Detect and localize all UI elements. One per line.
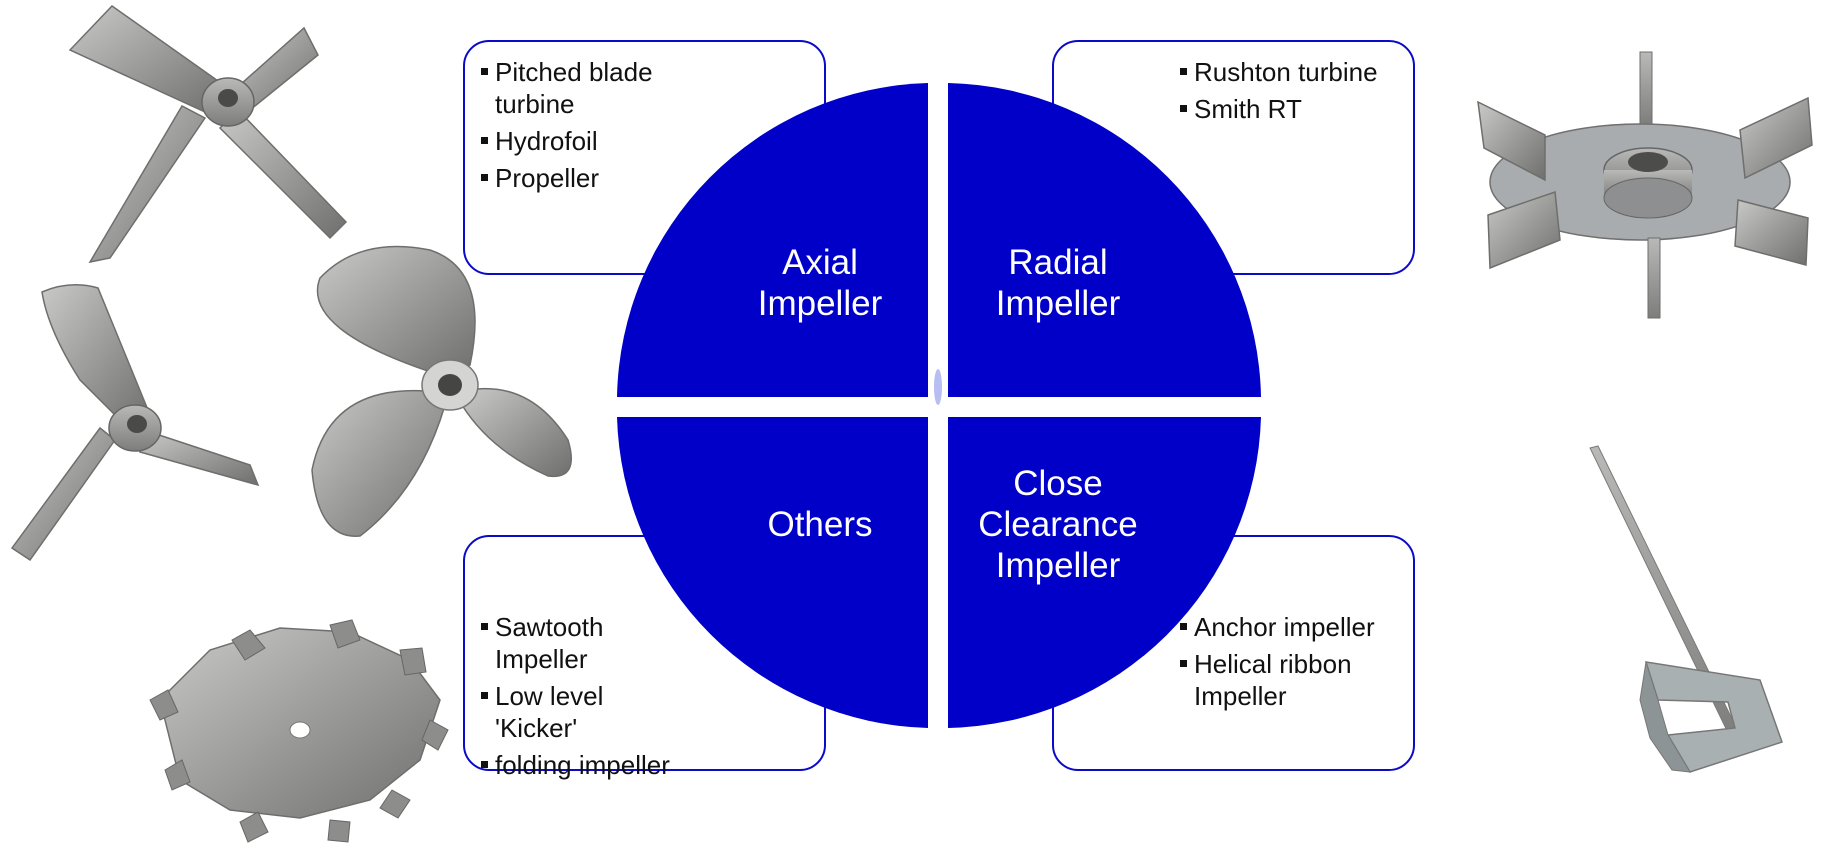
sawtooth-impeller-image	[149, 619, 449, 843]
radial-list: Rushton turbine Smith RT	[1180, 56, 1410, 130]
close-clearance-impeller-label: Close Clearance Impeller	[978, 464, 1138, 585]
center-marker	[934, 369, 942, 405]
list-item: Low level 'Kicker'	[481, 680, 691, 744]
anchor-impeller-image	[1589, 445, 1783, 773]
list-item: Anchor impeller	[1180, 611, 1410, 643]
list-item: Hydrofoil	[481, 125, 681, 157]
hydrofoil-image	[10, 284, 260, 562]
list-item: Helical ribbon Impeller	[1180, 648, 1410, 712]
list-item: Propeller	[481, 162, 681, 194]
axial-list: Pitched blade turbine Hydrofoil Propelle…	[481, 56, 681, 199]
list-item: Sawtooth Impeller	[481, 611, 691, 675]
axial-impeller-label: Axial Impeller	[757, 243, 883, 323]
radial-impeller-label: Radial Impeller	[995, 243, 1121, 323]
close-clearance-list: Anchor impeller Helical ribbon Impeller	[1180, 611, 1410, 717]
axial-quadrant	[617, 83, 928, 397]
others-label: Others	[767, 505, 873, 544]
list-item: Pitched blade turbine	[481, 56, 681, 120]
others-list: Sawtooth Impeller Low level 'Kicker' fol…	[481, 611, 691, 786]
propeller-image	[311, 245, 572, 537]
list-item: folding impeller	[481, 749, 691, 781]
radial-quadrant	[948, 83, 1261, 397]
list-item: Rushton turbine	[1180, 56, 1410, 88]
pitched-blade-turbine-image	[68, 5, 348, 264]
close-clearance-quadrant	[948, 417, 1261, 728]
others-quadrant	[617, 417, 928, 728]
rushton-turbine-image	[1477, 51, 1813, 319]
list-item: Smith RT	[1180, 93, 1410, 125]
